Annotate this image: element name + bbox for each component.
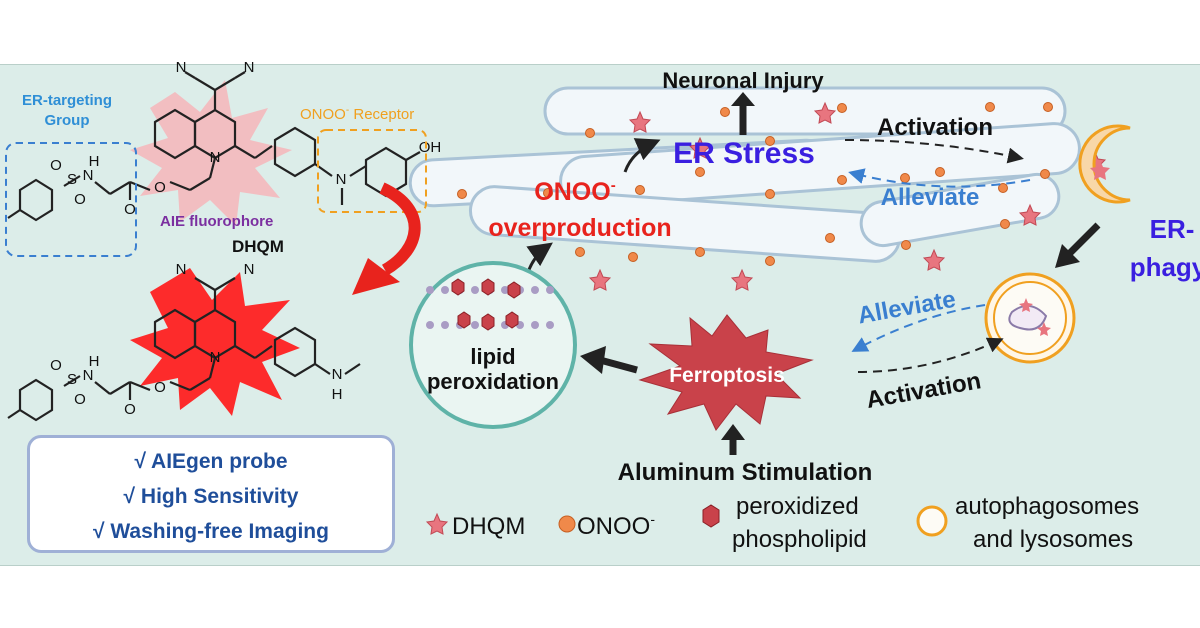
aluminum-stimulation-label: Aluminum Stimulation [618,459,873,486]
product-atom-n-sulfonamide: N [83,367,94,384]
lipid-peroxidation-circle [409,261,577,429]
onoo-overproduction-line2: overproduction [488,214,671,242]
legend-peroxidized-label-2: phospholipid [732,526,867,553]
onoo-overproduction-line1: ONOO- [534,177,615,206]
legend-autophago-label-1: autophagosomes [955,493,1139,520]
aie-fluorophore-label: AIE fluorophore [160,213,273,230]
er-phagy-label-1: ER- [1150,214,1195,244]
legend-dhqm-label: DHQM [452,513,525,540]
legend-dhqm-star [425,512,449,535]
reaction-arrow-head [352,258,400,295]
atom-s: S [67,171,77,188]
legend-onoo-dot [558,515,576,533]
atom-n-cyano-1: N [176,59,187,76]
atom-n-cyano-2: N [244,59,255,76]
atom-o-ester: O [154,179,166,196]
product-atom-o-sulfonyl-1: O [50,357,62,374]
feature-sensitivity: √ High Sensitivity [123,485,299,508]
product-atom-h-sulfonamide: H [89,353,100,370]
atom-o-sulfonyl-2: O [74,191,86,208]
legend-autophagosome-icon [916,505,948,537]
atom-n-sulfonamide: N [83,167,94,184]
feature-washing-free: √ Washing-free Imaging [93,520,329,543]
onoo-receptor-label: ONOO- Receptor [300,105,414,123]
atom-oh: OH [419,139,442,156]
reaction-arrow [379,182,421,276]
er-stress-label: ER Stress [673,137,815,170]
alleviate-bottom-label: Alleviate [856,286,958,330]
product-atom-n-cyano-2: N [244,261,255,278]
red-fluorescence-burst [130,268,300,416]
er-targeting-box [5,142,137,257]
atom-o-carbonyl: O [124,201,136,218]
pathway: Neuronal Injury ER Stress Activation All… [409,68,1200,486]
product-atom-n-quinoline: N [210,349,221,366]
atom-h-sulfonamide: H [89,153,100,170]
atom-o-sulfonyl-1: O [50,157,62,174]
onoo-particles [457,102,1053,266]
product-atom-n-cyano-1: N [176,261,187,278]
legend-autophago-label-2: and lysosomes [973,526,1133,553]
onoo-receptor-box [317,129,427,213]
product-atom-o-carbonyl: O [124,401,136,418]
product-molecule: N N N N H O O N H S O O [7,261,361,422]
atom-n-amine: N [336,171,347,188]
lipid-label-2: peroxidation [427,369,559,394]
product-atom-o-ester: O [154,379,166,396]
product-atom-o-sulfonyl-2: O [74,391,86,408]
product-atom-h-amine: H [332,386,343,403]
product-atom-s: S [67,371,77,388]
phagophore-icon [1078,124,1131,204]
er-targeting-label-1: ER-targeting [22,92,112,109]
er-targeting-label-2: Group [45,112,90,129]
atom-n-quinoline: N [210,149,221,166]
ferroptosis-burst [638,314,814,431]
peroxidized-phospholipids [451,278,521,331]
dhqm-molecule: N N N N OH O O N H S O O ER-targeting Gr… [5,59,442,257]
features-box: √ AIEgen probe √ High Sensitivity √ Wash… [27,435,395,553]
activation-top-label: Activation [877,114,993,141]
lipid-label-1: lipid [470,344,515,369]
legend-peroxidized-icon [702,504,720,528]
activation-bottom-label: Activation [864,367,983,414]
product-atom-n-amine: N [332,366,343,383]
endoplasmic-reticulum [408,86,1081,263]
ferroptosis-label: Ferroptosis [669,364,785,387]
neuronal-injury-label: Neuronal Injury [662,68,824,93]
legend-onoo-label: ONOO- [577,511,655,540]
feature-aiegen: √ AIEgen probe [134,450,288,473]
probe-name-label: DHQM [232,237,284,256]
alleviate-top-label: Alleviate [881,184,980,211]
aie-glow-burst [130,80,292,226]
er-phagy-label-2: phagy [1130,252,1200,282]
legend-peroxidized-label-1: peroxidized [736,493,859,520]
legend: DHQM ONOO- peroxidized phospholipid auto… [425,493,1139,553]
